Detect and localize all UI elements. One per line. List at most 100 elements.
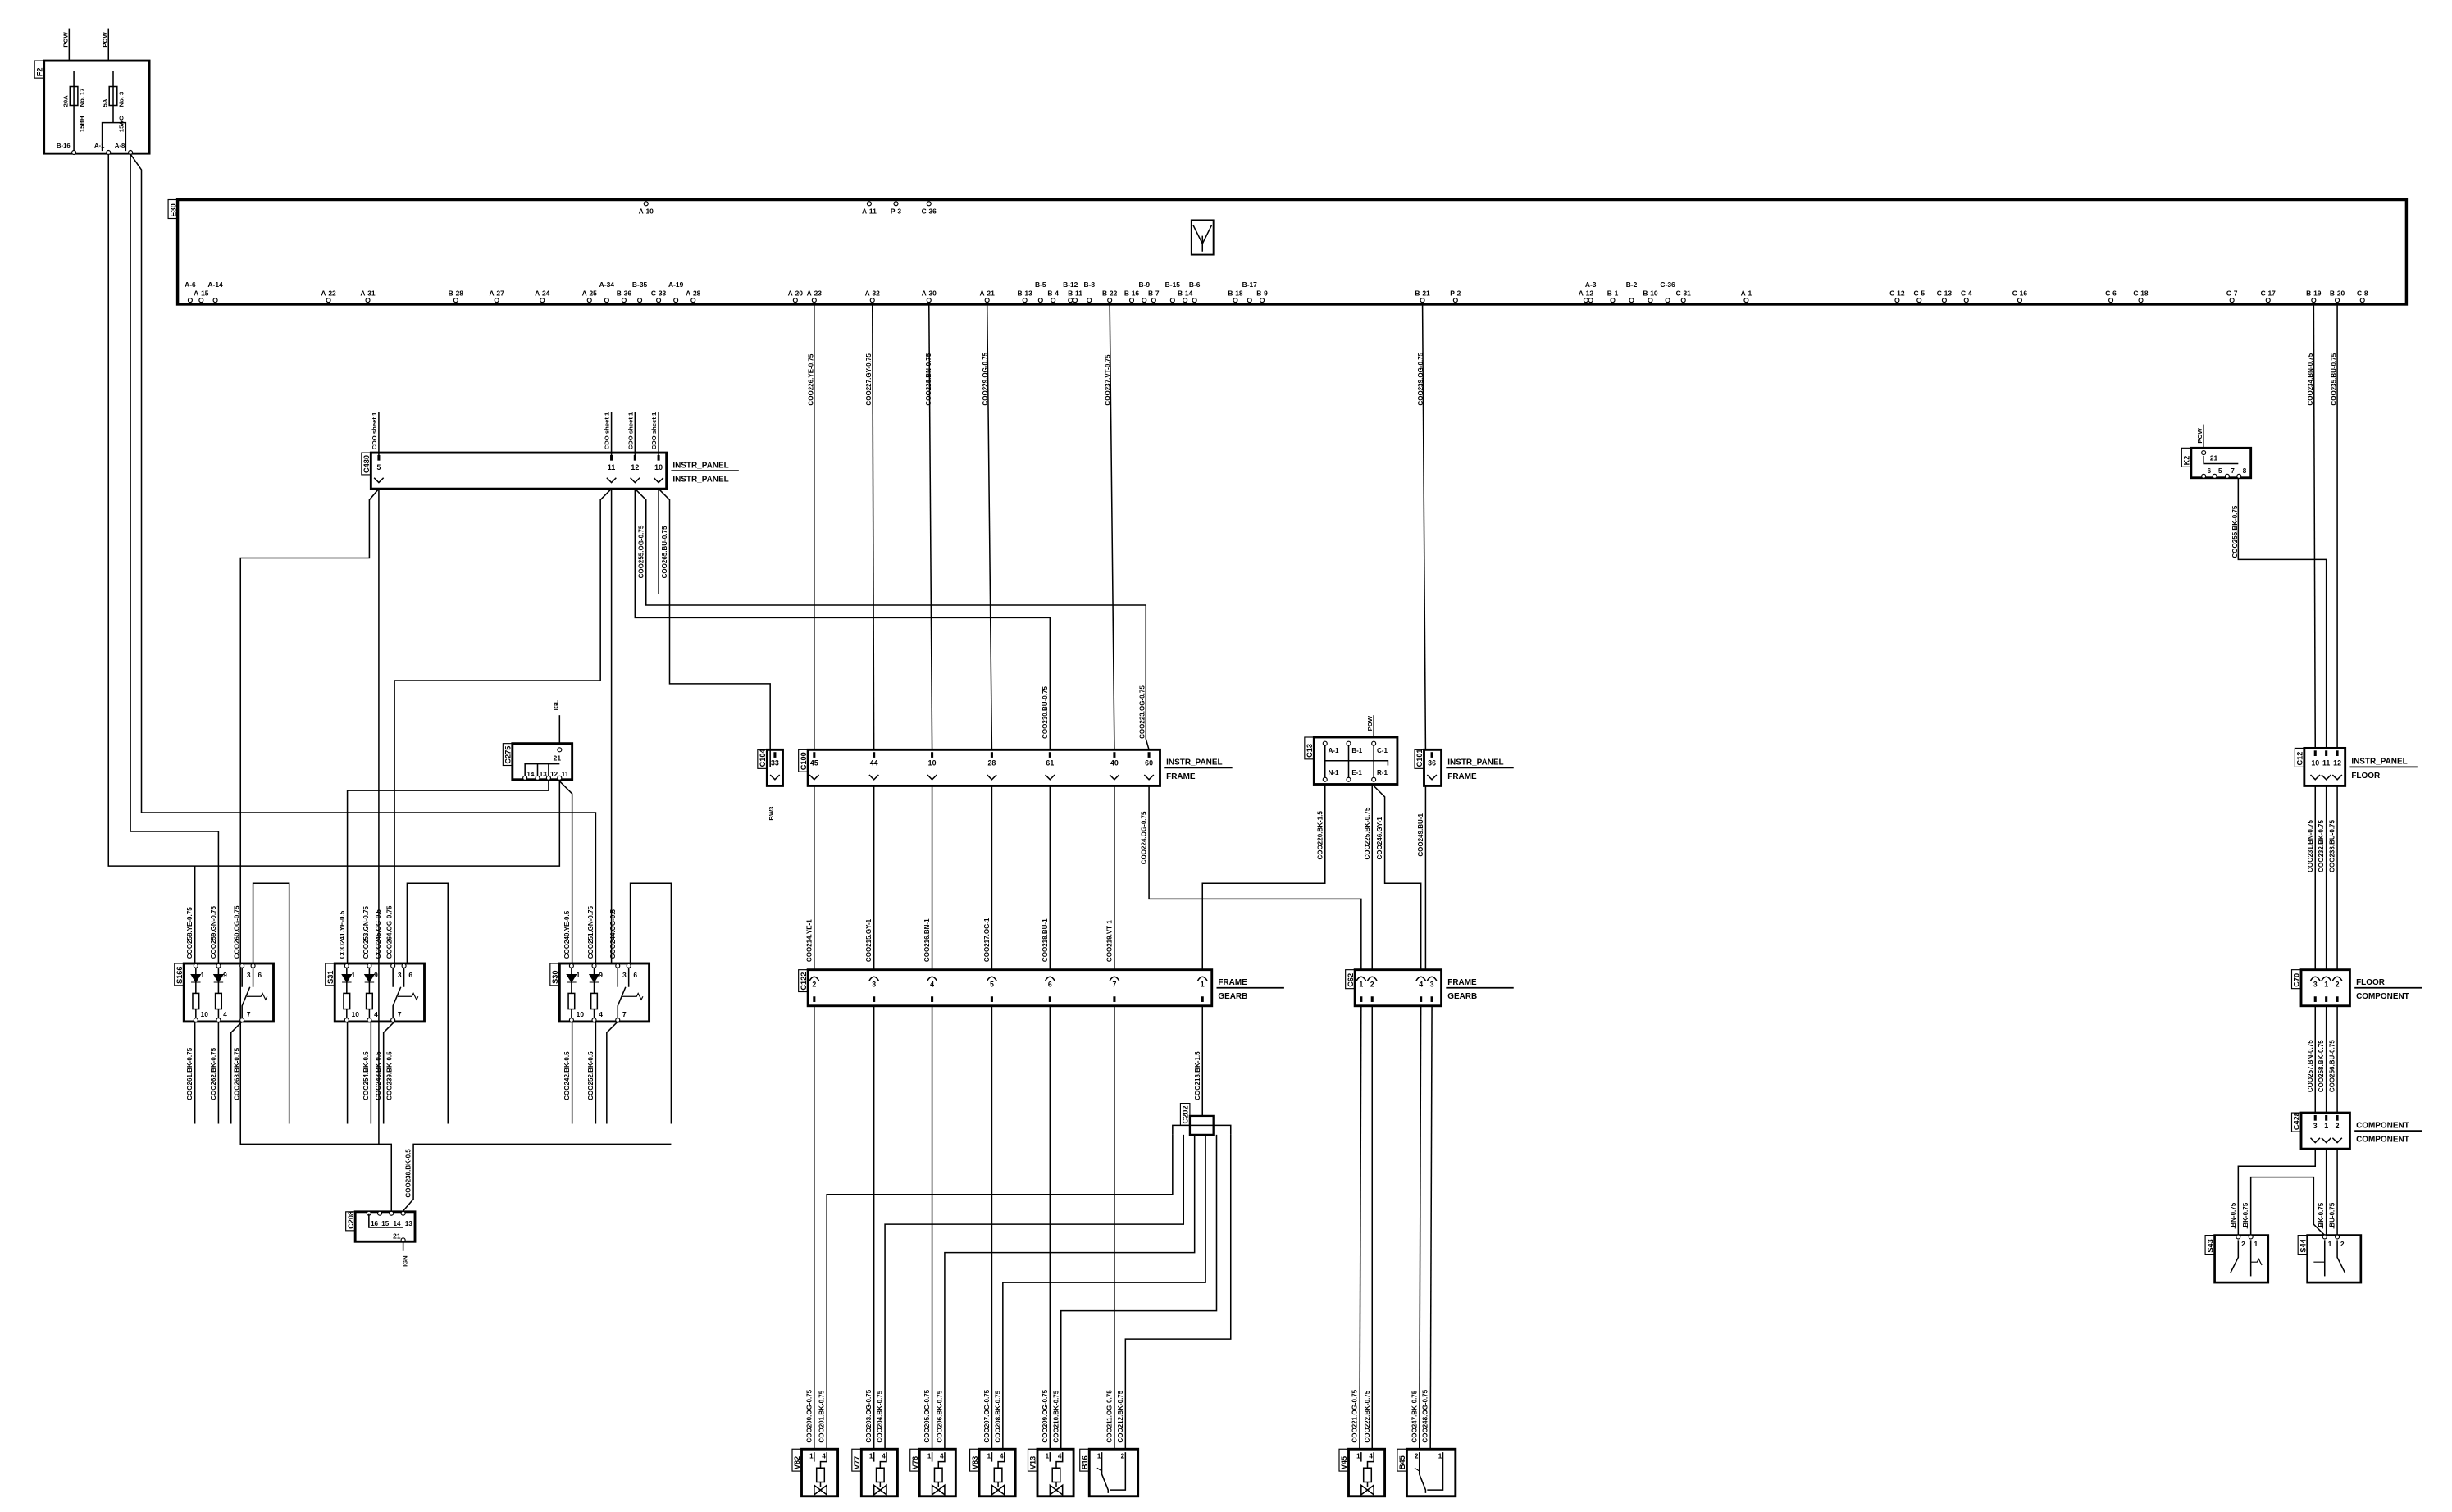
- wire-label: COO244.OG-0.5: [609, 909, 617, 959]
- harness-side-label: INSTR_PANEL: [1447, 758, 1503, 767]
- plug-icon: [606, 477, 617, 484]
- component-3: [978, 1447, 1017, 1498]
- pin-label: A-1: [94, 142, 105, 149]
- component-ref: C13: [1306, 744, 1314, 758]
- pin-contact: [990, 996, 993, 1002]
- ref-tag-box: [2297, 1235, 2308, 1255]
- ecu-pin-label: A-6: [185, 280, 196, 289]
- pin-terminal: [2138, 298, 2144, 303]
- pin-label: 1: [352, 971, 356, 979]
- component-4: [1036, 1447, 1075, 1498]
- led-icon: [588, 973, 600, 983]
- pin-number: 1: [2324, 981, 2328, 989]
- pin-label: 1: [809, 1453, 814, 1460]
- pin-label: A-8: [115, 142, 125, 149]
- pin-terminal: [615, 963, 621, 968]
- wire-label: COO217.OG-1: [983, 918, 991, 962]
- socket-icon: [1415, 976, 1427, 981]
- pin-terminal: [1151, 298, 1156, 303]
- wire: [1172, 1124, 1232, 1135]
- pin-terminal: [2201, 450, 2207, 456]
- plug-icon: [2321, 1137, 2331, 1144]
- wire-label: COO200.OG-0.75: [805, 1389, 813, 1442]
- harness-side-label: FRAME: [1447, 772, 1477, 781]
- wire-label: COO240.YE-0.5: [563, 910, 571, 959]
- actuator-icon: [1096, 1467, 1102, 1472]
- pin-terminal: [250, 963, 256, 968]
- wire: [101, 121, 127, 152]
- switch-1: [2306, 1234, 2363, 1284]
- component-ref: V82: [793, 1456, 801, 1469]
- ref-tag-box: [2181, 447, 2192, 467]
- fuse-number: No. 17: [79, 88, 86, 107]
- pin-terminal: [106, 149, 112, 156]
- pin-contact: [1420, 996, 1423, 1002]
- ecu-pin-label: B-19: [2306, 289, 2322, 297]
- led-icon: [190, 973, 202, 983]
- pin-contact: [2313, 1114, 2317, 1121]
- pin-terminal: [869, 298, 875, 303]
- component-ref: C12: [2296, 752, 2304, 766]
- wire: [1109, 303, 1115, 750]
- plug-icon: [1143, 774, 1155, 781]
- ecu-pin-label: C-18: [2133, 289, 2149, 297]
- actuator-icon: [2250, 1258, 2263, 1266]
- sheet-ref: CDO sheet 1: [650, 412, 658, 449]
- ecu-pin-label: C-13: [1937, 289, 1953, 297]
- pin-terminal: [984, 298, 990, 303]
- wire: [558, 781, 573, 963]
- ecu-pin-label: B-1: [1607, 289, 1619, 297]
- wire-label: COO219.VT-1: [1105, 920, 1113, 962]
- component-ref: F2: [35, 67, 43, 76]
- switch-1: [333, 962, 426, 1023]
- wire-label: COO247.BK-0.75: [1411, 1390, 1418, 1442]
- pin-terminal: [1629, 298, 1634, 303]
- actuator-icon: [1414, 1467, 1420, 1472]
- pin-label: 2: [2241, 1240, 2245, 1248]
- pin-terminal: [239, 1017, 245, 1023]
- wire-label: COO232.BK-0.75: [2318, 819, 2325, 872]
- wire: [1418, 1005, 1422, 1450]
- ecu-pin-label: A-22: [321, 289, 336, 297]
- plug-icon: [868, 774, 879, 781]
- pin-number: 12: [2333, 758, 2341, 767]
- ecu-pin-label: A-28: [686, 289, 701, 297]
- power-label: IGL: [552, 699, 559, 710]
- component-ref: S44: [2299, 1238, 2307, 1252]
- wire: [629, 882, 672, 1124]
- wire: [997, 1452, 1005, 1469]
- pin-contact: [1113, 996, 1116, 1002]
- pin-terminal: [1916, 298, 1922, 303]
- ecu-pin-label: C-12: [1889, 289, 1905, 297]
- ecu-pin-label: P-3: [891, 207, 901, 216]
- plug-icon: [2331, 774, 2343, 781]
- pin-label: 1: [2328, 1240, 2332, 1248]
- resistor-icon: [192, 992, 200, 1010]
- harness-side-label: GEARB: [1218, 992, 1247, 1001]
- pin-terminal: [216, 963, 221, 968]
- ref-tag-box: [969, 1448, 980, 1472]
- wire: [610, 489, 618, 964]
- ecu-pin-label: C-36: [922, 207, 937, 216]
- wire-label: COO253.GN-0.75: [362, 905, 370, 959]
- pin-contact: [873, 752, 876, 758]
- pin-label: 15: [381, 1220, 389, 1227]
- ecu-pin-label: A-27: [490, 289, 505, 297]
- pin-label: 9: [599, 971, 603, 979]
- pin-number: 10: [654, 463, 663, 471]
- pin-terminal: [1452, 298, 1458, 303]
- wire: [346, 781, 549, 963]
- switch-contact-icon: [1418, 1452, 1427, 1493]
- pin-terminal: [637, 298, 643, 303]
- wire: [2237, 477, 2327, 749]
- pin-number: 11: [2322, 758, 2330, 767]
- ecu-pin-label: B-12: [1063, 280, 1078, 289]
- ref-tag-box: [1027, 1448, 1038, 1472]
- wire-label: COO218.BU-1: [1041, 918, 1049, 962]
- pin-terminal: [401, 963, 407, 968]
- pin-label: 9: [374, 971, 378, 979]
- pin-contact: [2313, 750, 2317, 756]
- wire: [1201, 784, 1326, 970]
- socket-icon: [1426, 976, 1438, 981]
- pin-number: 44: [870, 758, 878, 767]
